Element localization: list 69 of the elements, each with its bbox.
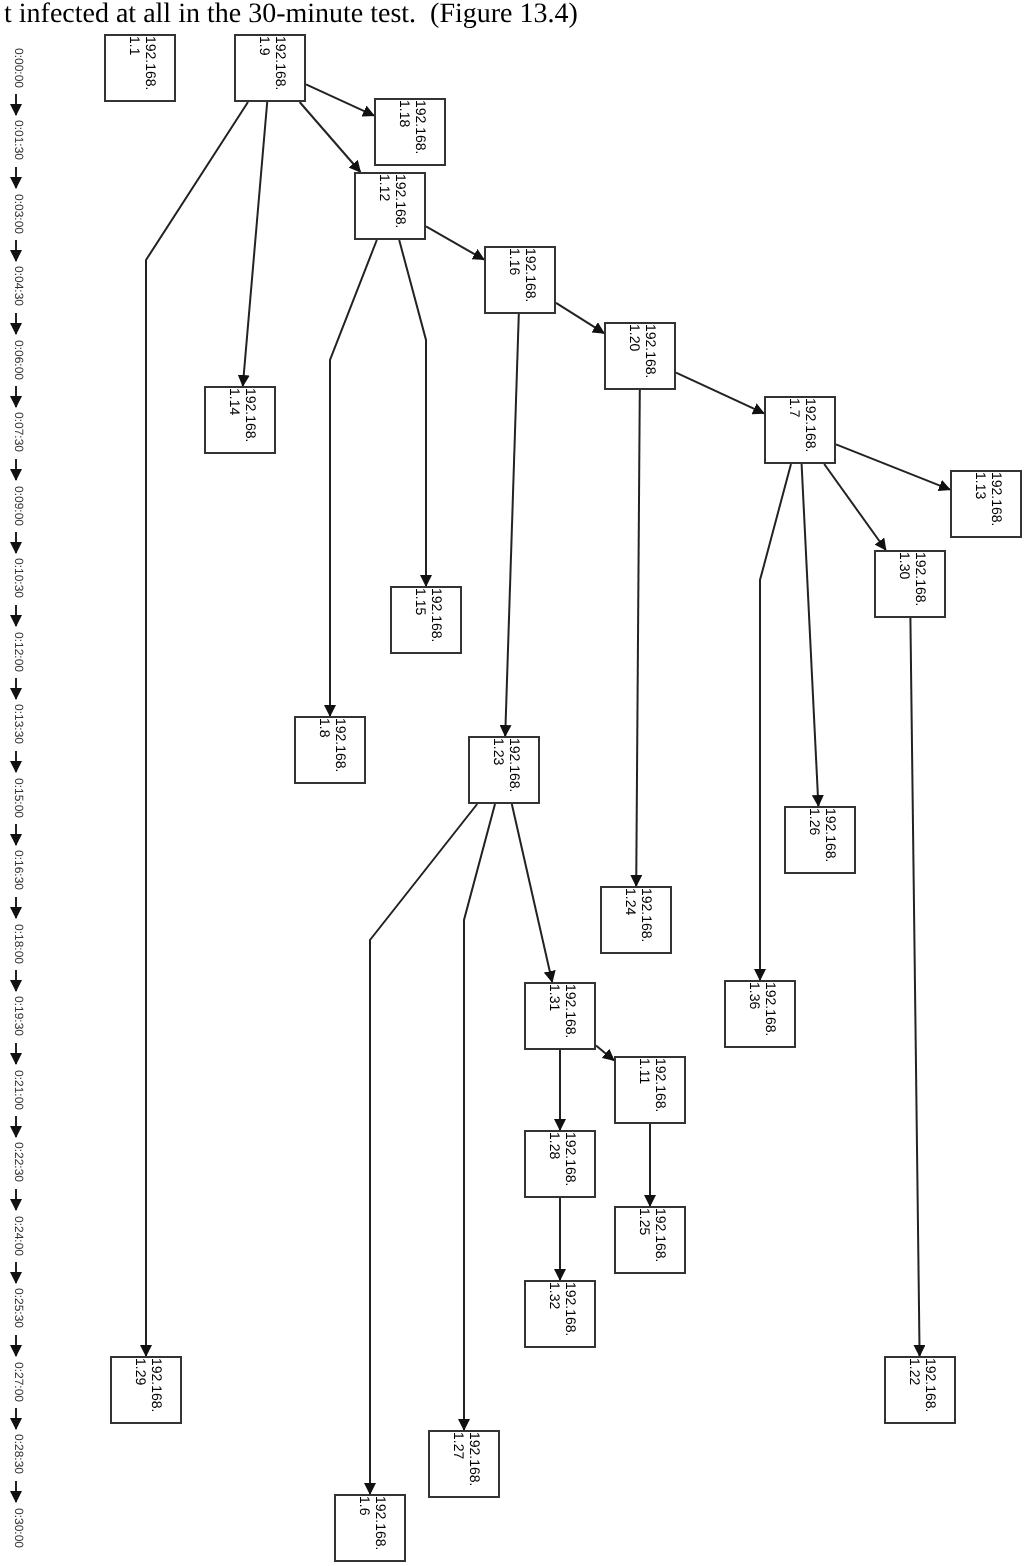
host-box	[614, 1206, 686, 1274]
arrow	[398, 239, 432, 587]
arrow	[298, 101, 362, 173]
host-box	[234, 34, 306, 102]
caption-text: t infected at all in the 30-minute test. (Figure 13.4)	[4, 0, 578, 32]
arrow	[10, 93, 22, 116]
host-box	[104, 34, 176, 102]
host-box	[484, 246, 556, 314]
arrow	[555, 301, 605, 335]
host-box	[354, 172, 426, 240]
arrow	[140, 101, 249, 1357]
arrow	[10, 677, 22, 700]
host-box	[334, 1494, 406, 1562]
arrow	[10, 1115, 22, 1138]
host-box	[604, 322, 676, 390]
host-box	[784, 806, 856, 874]
host-box	[110, 1356, 182, 1424]
arrow	[10, 969, 22, 992]
arrow	[458, 803, 496, 1431]
host-box	[600, 886, 672, 954]
arrow	[305, 83, 375, 117]
arrow	[10, 896, 22, 919]
arrow	[10, 604, 22, 627]
host-box	[950, 470, 1022, 538]
arrow	[10, 239, 22, 262]
arrow	[754, 463, 792, 981]
arrow	[10, 1188, 22, 1211]
host-box	[204, 386, 276, 454]
host-box	[390, 586, 462, 654]
arrow	[10, 166, 22, 189]
arrow	[800, 463, 824, 807]
host-box	[524, 982, 596, 1050]
arrow	[595, 1044, 615, 1062]
host-box	[294, 716, 366, 784]
arrow	[10, 531, 22, 554]
arrow	[10, 312, 22, 335]
arrow	[823, 463, 887, 551]
host-box	[724, 980, 796, 1048]
arrow	[835, 443, 951, 492]
arrow	[10, 1042, 22, 1065]
arrow	[10, 750, 22, 773]
arrow	[237, 101, 269, 387]
arrow	[675, 371, 765, 415]
arrow	[554, 1049, 566, 1131]
arrow	[10, 1407, 22, 1430]
host-box	[374, 98, 446, 166]
arrow	[554, 1197, 566, 1281]
host-box	[764, 396, 836, 464]
arrow	[10, 1480, 22, 1503]
arrow	[10, 823, 22, 846]
host-box	[428, 1430, 500, 1498]
arrow	[364, 803, 479, 1495]
host-box	[614, 1056, 686, 1124]
arrow	[324, 239, 378, 717]
arrow	[10, 385, 22, 408]
host-box	[874, 550, 946, 618]
arrow	[909, 617, 926, 1357]
host-box	[524, 1130, 596, 1198]
arrow	[10, 458, 22, 481]
arrow	[499, 313, 520, 737]
arrow	[510, 803, 556, 983]
host-box	[884, 1356, 956, 1424]
host-box	[524, 1280, 596, 1348]
arrow	[425, 225, 485, 261]
arrow	[630, 389, 643, 887]
arrow	[644, 1123, 656, 1207]
host-box	[468, 736, 540, 804]
arrow	[10, 1334, 22, 1357]
arrow	[10, 1261, 22, 1284]
